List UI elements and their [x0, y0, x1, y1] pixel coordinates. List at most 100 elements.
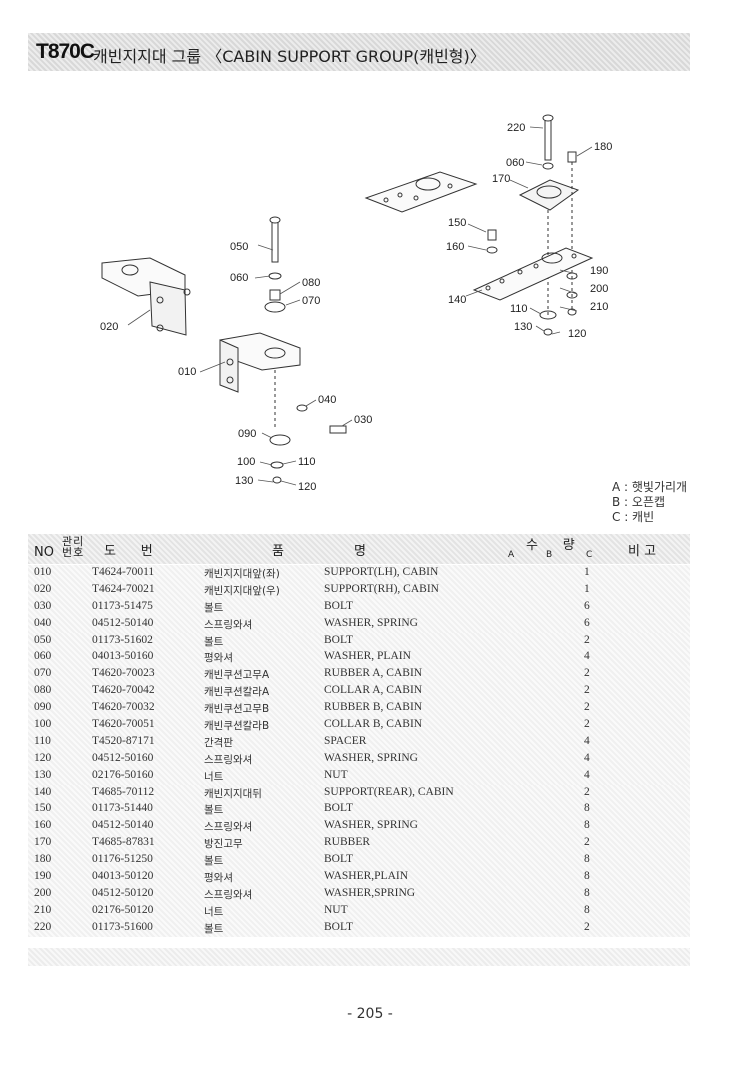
- cell-qty: 8: [584, 853, 590, 866]
- cell-name-en: BOLT: [324, 853, 353, 866]
- cell-name-en: COLLAR A, CABIN: [324, 684, 423, 697]
- cell-no: 180: [34, 853, 52, 866]
- cell-name-en: RUBBER A, CABIN: [324, 667, 423, 680]
- cell-name-en: WASHER,SPRING: [324, 886, 416, 899]
- cell-part-no: 04013-50120: [92, 870, 154, 883]
- callout-150: 150: [448, 217, 466, 229]
- callout-040: 040: [318, 394, 336, 406]
- cell-qty: 8: [584, 870, 590, 883]
- cell-name-en: RUBBER B, CABIN: [324, 701, 423, 714]
- legend-a: A : 햇빛가리개: [612, 480, 688, 494]
- cell-name-en: NUT: [324, 903, 348, 916]
- legend-b: B : 오픈캡: [612, 495, 666, 509]
- cell-qty: 6: [584, 616, 590, 629]
- cell-name-kr: 스프링와셔: [204, 618, 253, 631]
- cell-name-en: RUBBER: [324, 836, 371, 849]
- cell-no: 020: [34, 582, 52, 595]
- rear-top-plate: [364, 171, 478, 213]
- cell-part-no: T4685-70112: [92, 785, 155, 798]
- rear-support: [472, 229, 594, 336]
- cell-qty: 2: [584, 718, 590, 731]
- header-remark: 비 고: [628, 544, 657, 559]
- cell-no: 030: [34, 599, 52, 612]
- cell-part-no: T4520-87171: [92, 734, 155, 747]
- cell-name-kr: 스프링와셔: [204, 753, 253, 766]
- legend-c: C : 캐빈: [612, 510, 655, 524]
- cell-name-kr: 스프링와셔: [204, 821, 253, 834]
- callout-030: 030: [354, 414, 372, 426]
- callout-140: 140: [448, 294, 466, 306]
- cell-no: 010: [34, 566, 52, 578]
- cell-qty: 2: [584, 667, 590, 680]
- cell-name-kr: 캐빈지지대앞(우): [204, 584, 280, 597]
- cell-name-kr: 방진고무: [204, 838, 243, 851]
- cell-name-en: SUPPORT(REAR), CABIN: [324, 785, 454, 798]
- cell-qty: 6: [584, 599, 590, 612]
- cell-part-no: 01173-51440: [92, 802, 153, 815]
- cell-no: 150: [34, 802, 52, 815]
- cell-name-kr: 캐빈쿠션고무B: [204, 703, 270, 716]
- callout-010: 010: [178, 366, 196, 378]
- cell-no: 170: [34, 836, 52, 849]
- cell-no: 220: [34, 920, 52, 933]
- cell-name-kr: 캐빈지지대앞(좌): [204, 568, 280, 580]
- cell-part-no: 04013-50160: [92, 650, 154, 663]
- cell-qty: 2: [584, 633, 590, 646]
- callout-170: 170: [492, 173, 510, 185]
- header-name-en: 명: [354, 544, 366, 559]
- cell-name-kr: 평와셔: [204, 872, 233, 885]
- cell-name-kr: 볼트: [204, 922, 224, 935]
- callout-100: 100: [237, 456, 255, 468]
- cell-no: 120: [34, 751, 52, 764]
- callout-020: 020: [100, 321, 118, 333]
- cell-name-kr: 캐빈쿠션고무A: [204, 669, 270, 682]
- cell-name-en: SPACER: [324, 734, 367, 747]
- cell-part-no: T4620-70042: [92, 684, 155, 697]
- cell-part-no: T4624-70011: [92, 566, 155, 578]
- support-rh-bracket: [101, 257, 191, 336]
- header-qty-c: C: [586, 550, 593, 560]
- callout-050: 050: [230, 241, 248, 253]
- callout-070: 070: [302, 295, 320, 307]
- table-header: [28, 534, 690, 564]
- cell-qty: 8: [584, 819, 590, 832]
- cell-no: 100: [34, 718, 52, 731]
- cell-name-kr: 캐빈지지대뒤: [204, 787, 262, 800]
- callout-130-left: 130: [235, 475, 253, 487]
- cell-part-no: T4620-70051: [92, 718, 155, 731]
- cell-no: 050: [34, 633, 52, 646]
- cell-name-en: BOLT: [324, 802, 353, 815]
- cell-name-en: COLLAR B, CABIN: [324, 718, 423, 731]
- cell-name-en: NUT: [324, 768, 348, 781]
- cell-qty: 2: [584, 701, 590, 714]
- callout-190: 190: [590, 265, 608, 277]
- cell-part-no: T4620-70032: [92, 701, 155, 714]
- callout-060-rear: 060: [506, 157, 524, 169]
- cell-no: 140: [34, 785, 52, 798]
- center-mount-stack: [264, 216, 347, 484]
- support-lh-bracket: [219, 332, 301, 393]
- callout-090: 090: [238, 428, 256, 440]
- cell-qty: 1: [584, 566, 590, 578]
- cell-part-no: 04512-50160: [92, 751, 154, 764]
- cell-no: 160: [34, 819, 52, 832]
- cell-no: 210: [34, 903, 52, 916]
- header-name-kr: 품: [272, 544, 284, 559]
- cell-name-en: WASHER,PLAIN: [324, 870, 409, 883]
- cell-no: 200: [34, 886, 52, 899]
- cell-no: 130: [34, 768, 52, 781]
- cell-qty: 4: [584, 650, 590, 663]
- cell-part-no: 02176-50160: [92, 768, 154, 781]
- cell-name-kr: 너트: [204, 770, 224, 783]
